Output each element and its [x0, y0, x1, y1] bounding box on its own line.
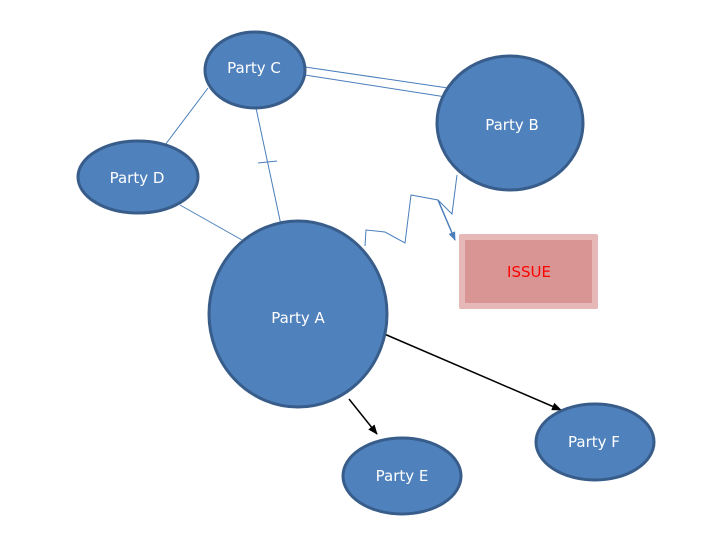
arrow-a-f: [381, 332, 562, 411]
issue-label: ISSUE: [507, 263, 551, 281]
connector-c-a: [255, 107, 282, 226]
connector-c-b-line-1: [304, 66, 449, 89]
node-party-e-label: Party E: [376, 467, 429, 485]
connector-b-a-zigzag: [364, 174, 458, 247]
connector-zigzag-arrow: [437, 199, 456, 241]
node-party-c-shape: [203, 30, 307, 110]
node-party-c: Party C: [203, 30, 307, 110]
issue-box-fill: [465, 240, 592, 303]
node-party-b-label: Party B: [485, 116, 539, 134]
node-party-f: Party F: [534, 402, 656, 482]
node-party-b: Party B: [435, 54, 585, 192]
node-party-a-shape: [207, 219, 389, 409]
node-party-a-label: Party A: [271, 309, 325, 327]
node-party-e-shape: [341, 436, 463, 516]
node-party-f-label: Party F: [568, 433, 620, 451]
node-party-e: Party E: [341, 436, 463, 516]
connectors: [164, 66, 562, 435]
connector-c-b-line-2: [304, 74, 447, 98]
node-party-c-label: Party C: [227, 59, 281, 77]
node-party-d: Party D: [76, 139, 200, 215]
node-party-d-label: Party D: [110, 169, 165, 187]
node-party-f-shape: [534, 402, 656, 482]
connector-c-d: [164, 87, 209, 146]
node-party-a: Party A: [207, 219, 389, 409]
connector-d-a: [179, 204, 243, 241]
node-party-b-shape: [435, 54, 585, 192]
issue-box: ISSUE: [459, 234, 598, 309]
arrow-a-e: [348, 398, 378, 435]
node-party-d-shape: [76, 139, 200, 215]
connector-c-a-tick: [257, 160, 278, 164]
